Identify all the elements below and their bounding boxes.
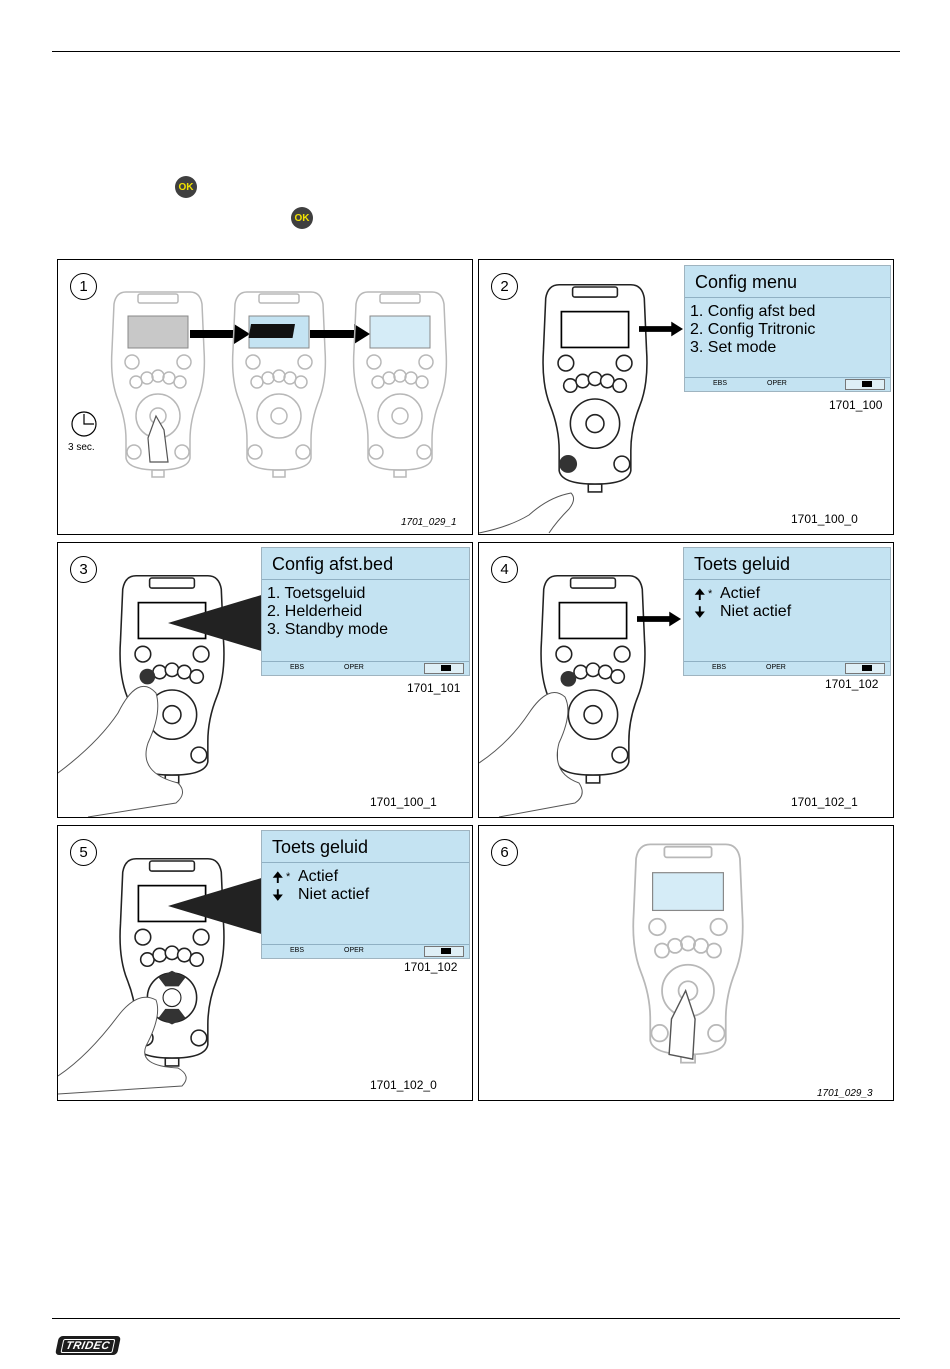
lcd-screen: Config menu 1. Config afst bed 2. Config…	[684, 265, 891, 392]
menu-item: 2. Config Tritronic	[690, 321, 816, 338]
battery-icon	[845, 663, 885, 674]
remote-control-icon	[352, 291, 448, 478]
zoom-wedge	[168, 876, 268, 936]
step-number: 1	[70, 273, 97, 300]
lcd-screen: Toets geluid 🠉* Actief 🠋 Niet actief EBS O…	[683, 547, 891, 676]
ok-button-icon: OK	[291, 207, 313, 229]
battery-icon	[424, 663, 464, 674]
figure-code: 1701_100_0	[791, 512, 858, 526]
status-bar: EBS OPER	[684, 661, 890, 675]
status-bar: EBS OPER	[262, 944, 469, 958]
menu-item: Actief	[720, 585, 761, 602]
zoom-wedge	[168, 593, 268, 653]
clock-icon	[71, 411, 97, 437]
figure-code: 1701_100_1	[370, 795, 437, 809]
status-bar: EBS OPER	[685, 377, 890, 391]
hand-icon	[479, 492, 575, 534]
arrow-down-icon: 🠋	[272, 887, 284, 903]
remote-control-icon	[231, 291, 327, 478]
hand-icon	[479, 692, 583, 817]
hand-icon	[58, 996, 187, 1095]
remote-control-icon	[632, 843, 744, 1064]
remote-control-icon	[542, 283, 648, 493]
timer-label: 3 sec.	[68, 442, 95, 453]
screen-title: Toets geluid	[272, 837, 369, 857]
lcd-screen: Config afst.bed 1. Toetsgeluid 2. Helder…	[261, 547, 470, 676]
screen-figure-code: 1701_102	[825, 677, 879, 691]
step-number: 5	[70, 839, 97, 866]
menu-item: 3. Standby mode	[267, 621, 388, 638]
figure-code: 1701_102_1	[791, 795, 858, 809]
battery-icon	[424, 946, 464, 957]
step-number: 4	[491, 556, 518, 583]
step-number: 2	[491, 273, 518, 300]
arrow-up-icon: 🠉	[694, 586, 706, 602]
figure-code: 1701_029_1	[401, 517, 457, 528]
selected-marker: *	[708, 588, 713, 600]
top-rule	[52, 51, 900, 52]
menu-item: 1. Toetsgeluid	[267, 585, 366, 602]
arrow-right-icon	[190, 324, 250, 344]
step-panel-4: 4 Toets geluid 🠉* Actief 🠋 Niet actief EBS…	[478, 542, 894, 818]
step-panel-1: 1	[57, 259, 473, 535]
ok-button-icon: OK	[175, 176, 197, 198]
status-bar: EBS OPER	[262, 661, 469, 675]
menu-item: Niet actief	[720, 603, 792, 620]
screen-title: Toets geluid	[694, 554, 791, 574]
step-panel-5: 5 Toets geluid 🠉* Actief 🠋 Niet actief EBS…	[57, 825, 473, 1101]
screen-figure-code: 1701_100	[829, 398, 883, 412]
menu-item: 3. Set mode	[690, 339, 777, 356]
lcd-screen: Toets geluid 🠉* Actief 🠋 Niet actief EBS O…	[261, 830, 470, 959]
arrow-down-icon: 🠋	[694, 604, 706, 620]
arrow-right-icon	[639, 321, 683, 337]
arrow-right-icon	[637, 611, 681, 627]
arrow-up-icon: 🠉	[272, 869, 284, 885]
selected-marker: *	[286, 871, 291, 883]
battery-icon	[845, 379, 885, 390]
screen-figure-code: 1701_101	[407, 681, 461, 695]
tridec-logo: TRIDEC	[54, 1336, 122, 1355]
menu-item: Niet actief	[298, 886, 370, 903]
screen-figure-code: 1701_102	[404, 960, 458, 974]
step-panel-2: 2 Config menu 1. Config afst bed 2. Conf…	[478, 259, 894, 535]
menu-item: 1. Config afst bed	[690, 303, 816, 320]
step-panel-3: 3 Config afst.bed 1. Toetsgeluid 2. Held…	[57, 542, 473, 818]
screen-title: Config afst.bed	[272, 554, 394, 574]
figure-code: 1701_029_3	[817, 1088, 873, 1099]
bottom-rule	[52, 1318, 900, 1319]
menu-item: Actief	[298, 868, 339, 885]
remote-control-icon	[119, 857, 225, 1067]
figure-code: 1701_102_0	[370, 1078, 437, 1092]
menu-item: 2. Helderheid	[267, 603, 363, 620]
step-number: 6	[491, 839, 518, 866]
step-panel-6: 6 1701_029_3	[478, 825, 894, 1101]
step-number: 3	[70, 556, 97, 583]
remote-control-icon	[110, 291, 206, 478]
screen-title: Config menu	[695, 272, 798, 292]
hand-icon	[58, 685, 183, 817]
remote-control-icon	[540, 574, 646, 784]
